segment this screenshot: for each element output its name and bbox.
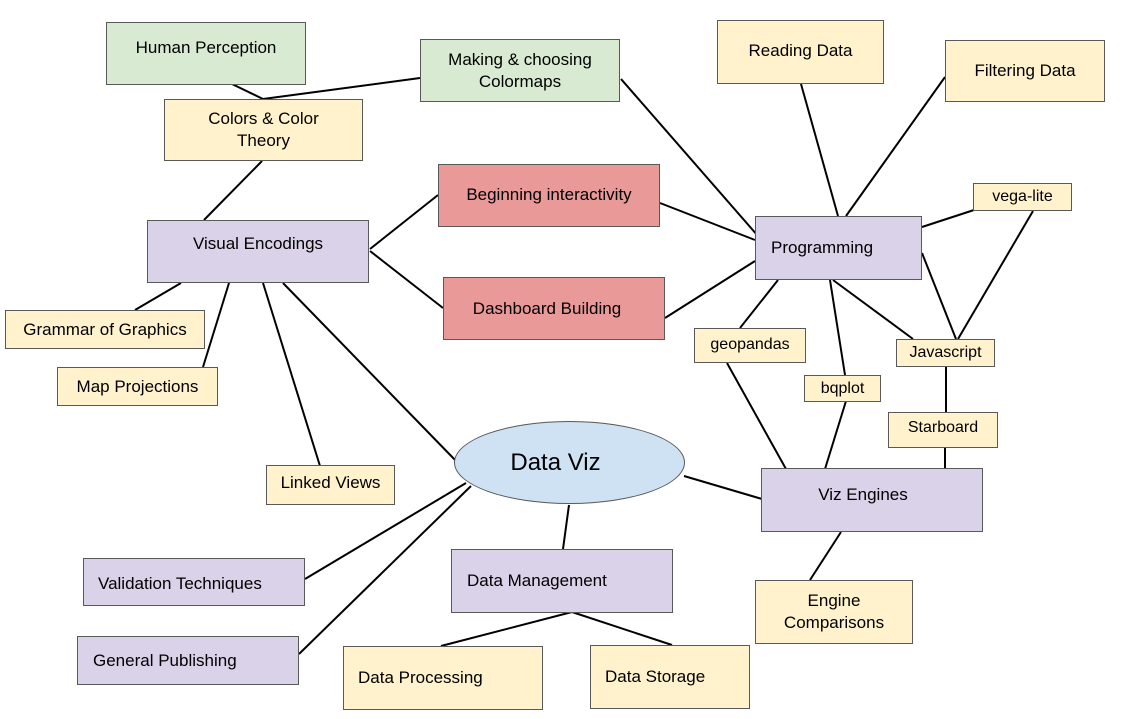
node-beginning-interactivity-label: Beginning interactivity <box>466 184 632 204</box>
node-data-viz-center[interactable]: Data Viz <box>454 421 685 504</box>
connector-colors-to-colormaps <box>262 77 421 100</box>
connector-programming-to-vega-lite <box>921 209 975 228</box>
node-viz-engines[interactable]: Viz Engines <box>761 468 983 532</box>
node-javascript[interactable]: Javascript <box>896 339 995 367</box>
connector-colors-to-visual-encodings <box>203 160 263 221</box>
node-vega-lite-label: vega-lite <box>992 188 1053 205</box>
node-visual-encodings[interactable]: Visual Encodings <box>147 220 369 283</box>
connector-programming-to-javascript <box>832 279 914 340</box>
connector-colors-to-human-perception <box>231 83 264 100</box>
node-making-choosing-colormaps[interactable]: Making & choosing Colormaps <box>420 39 620 102</box>
node-programming[interactable]: Programming <box>755 216 922 280</box>
node-human-perception-label: Human Perception <box>135 37 277 57</box>
connector-visual-encodings-to-linked-views <box>262 282 321 467</box>
node-vega-lite[interactable]: vega-lite <box>973 183 1072 211</box>
connector-visual-encodings-to-map-projections <box>202 282 230 368</box>
node-data-storage[interactable]: Data Storage <box>590 645 750 709</box>
node-javascript-label: Javascript <box>909 344 982 361</box>
node-geopandas-label: geopandas <box>710 335 790 353</box>
connector-programming-to-bqplot <box>829 279 846 376</box>
node-linked-views-label: Linked Views <box>280 473 381 492</box>
connector-colormaps-to-programming <box>620 78 766 245</box>
connector-visual-encodings-to-dashboard <box>369 250 444 309</box>
connector-data-viz-to-data-management <box>562 504 570 550</box>
connector-geopandas-to-viz-engines <box>726 362 787 470</box>
connector-data-viz-to-publishing <box>298 485 472 655</box>
node-programming-label: Programming <box>771 238 874 257</box>
connector-data-viz-to-viz-engines <box>683 475 763 500</box>
node-general-publishing[interactable]: General Publishing <box>77 636 299 685</box>
connector-dashboard-to-programming <box>664 260 756 319</box>
node-beginning-interactivity[interactable]: Beginning interactivity <box>438 164 660 227</box>
connector-programming-to-javascript-2 <box>921 252 957 340</box>
connector-visual-encodings-to-interactivity <box>369 194 439 250</box>
node-data-processing[interactable]: Data Processing <box>343 646 543 710</box>
connector-visual-encodings-to-grammar <box>134 282 182 311</box>
node-colors-color-theory[interactable]: Colors & Color Theory <box>164 99 363 161</box>
node-bqplot-label: bqplot <box>820 379 865 397</box>
node-data-management[interactable]: Data Management <box>451 549 673 613</box>
node-starboard-label: Starboard <box>907 419 979 436</box>
node-general-publishing-label: General Publishing <box>93 650 237 670</box>
node-linked-views[interactable]: Linked Views <box>266 465 395 505</box>
node-validation-techniques[interactable]: Validation Techniques <box>83 558 305 606</box>
node-dashboard-building-label: Dashboard Building <box>472 298 622 318</box>
node-engine-comparisons[interactable]: Engine Comparisons <box>755 580 913 644</box>
connector-bqplot-to-viz-engines <box>824 400 847 470</box>
node-filtering-data[interactable]: Filtering Data <box>945 40 1105 102</box>
node-filtering-data-label: Filtering Data <box>974 61 1076 80</box>
node-dashboard-building[interactable]: Dashboard Building <box>443 277 665 340</box>
connector-vega-lite-to-javascript <box>957 210 1034 340</box>
connector-viz-engines-to-engine-comparisons <box>809 531 842 581</box>
node-geopandas[interactable]: geopandas <box>694 328 806 363</box>
node-data-management-label: Data Management <box>467 571 607 590</box>
connector-data-management-to-processing <box>440 611 573 647</box>
node-data-storage-label: Data Storage <box>605 667 706 686</box>
node-map-projections[interactable]: Map Projections <box>57 367 218 406</box>
node-engine-comparisons-label: Engine Comparisons <box>783 591 885 632</box>
node-grammar-of-graphics[interactable]: Grammar of Graphics <box>5 310 205 349</box>
connector-interactivity-to-programming <box>659 202 756 241</box>
connector-data-management-to-storage <box>571 611 673 646</box>
node-reading-data-label: Reading Data <box>748 41 853 60</box>
node-starboard[interactable]: Starboard <box>888 412 998 448</box>
node-map-projections-label: Map Projections <box>76 376 199 396</box>
connector-filtering-data-to-programming <box>845 76 946 217</box>
node-bqplot[interactable]: bqplot <box>804 375 881 402</box>
node-data-processing-label: Data Processing <box>358 668 483 687</box>
node-validation-techniques-label: Validation Techniques <box>98 574 262 593</box>
node-making-choosing-colormaps-label: Making & choosing Colormaps <box>448 49 592 91</box>
node-viz-engines-label: Viz Engines <box>818 485 908 504</box>
node-data-viz-center-label: Data Viz <box>510 448 601 476</box>
node-colors-color-theory-label: Colors & Color Theory <box>208 109 319 150</box>
node-visual-encodings-label: Visual Encodings <box>192 233 324 253</box>
connector-reading-data-to-programming <box>800 83 839 217</box>
connector-programming-to-geopandas <box>739 279 779 329</box>
node-grammar-of-graphics-label: Grammar of Graphics <box>23 319 187 339</box>
node-human-perception[interactable]: Human Perception <box>106 22 306 85</box>
connector-visual-encodings-to-data-viz <box>282 282 459 464</box>
node-reading-data[interactable]: Reading Data <box>717 20 884 84</box>
connector-data-viz-to-validation <box>304 482 467 580</box>
